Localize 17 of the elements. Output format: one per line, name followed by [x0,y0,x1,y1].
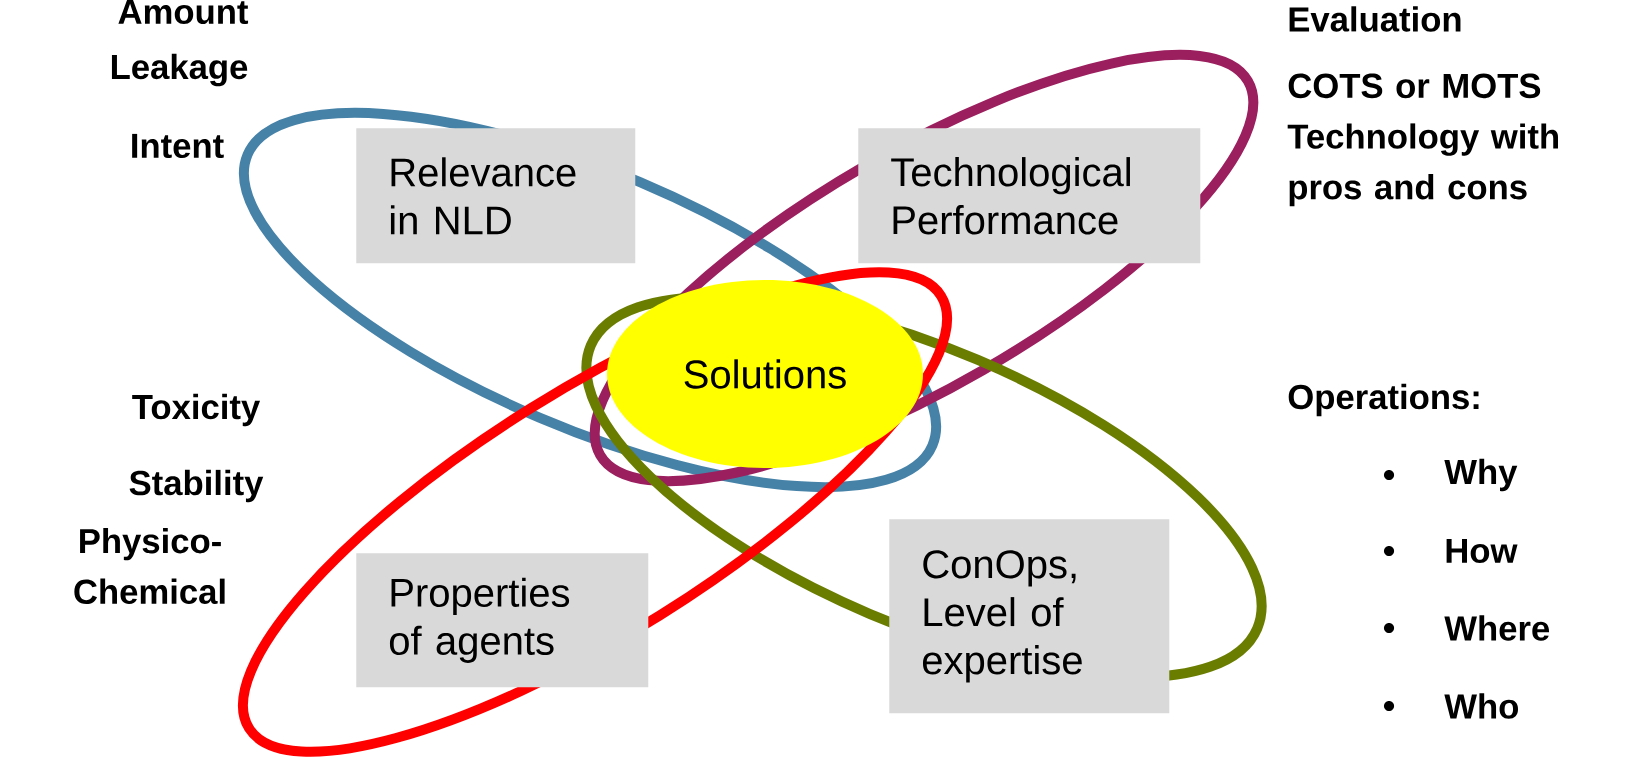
text-box: Relevance in NLD [356,128,636,264]
side-label: Amount [118,0,249,25]
side-label: COTS or MOTS Technology with pros and cons [1287,73,1558,207]
side-label: Where [1444,615,1550,641]
side-label: Leakage [111,53,248,87]
text-box: Technological Performance [858,128,1201,264]
side-label: Intent [132,133,224,159]
text-box: ConOps, Level of expertise [889,519,1170,714]
side-label: Toxicity [132,393,261,427]
side-label: Operations: [1288,383,1479,417]
side-label: Physico-Chemical [74,527,225,605]
text-box: Properties of agents [356,553,649,688]
side-label: Evaluation [1289,6,1461,32]
side-label: Why [1444,458,1518,492]
side-label: Who [1444,693,1518,719]
side-label: How [1446,538,1518,564]
side-label: Stability [129,469,264,503]
